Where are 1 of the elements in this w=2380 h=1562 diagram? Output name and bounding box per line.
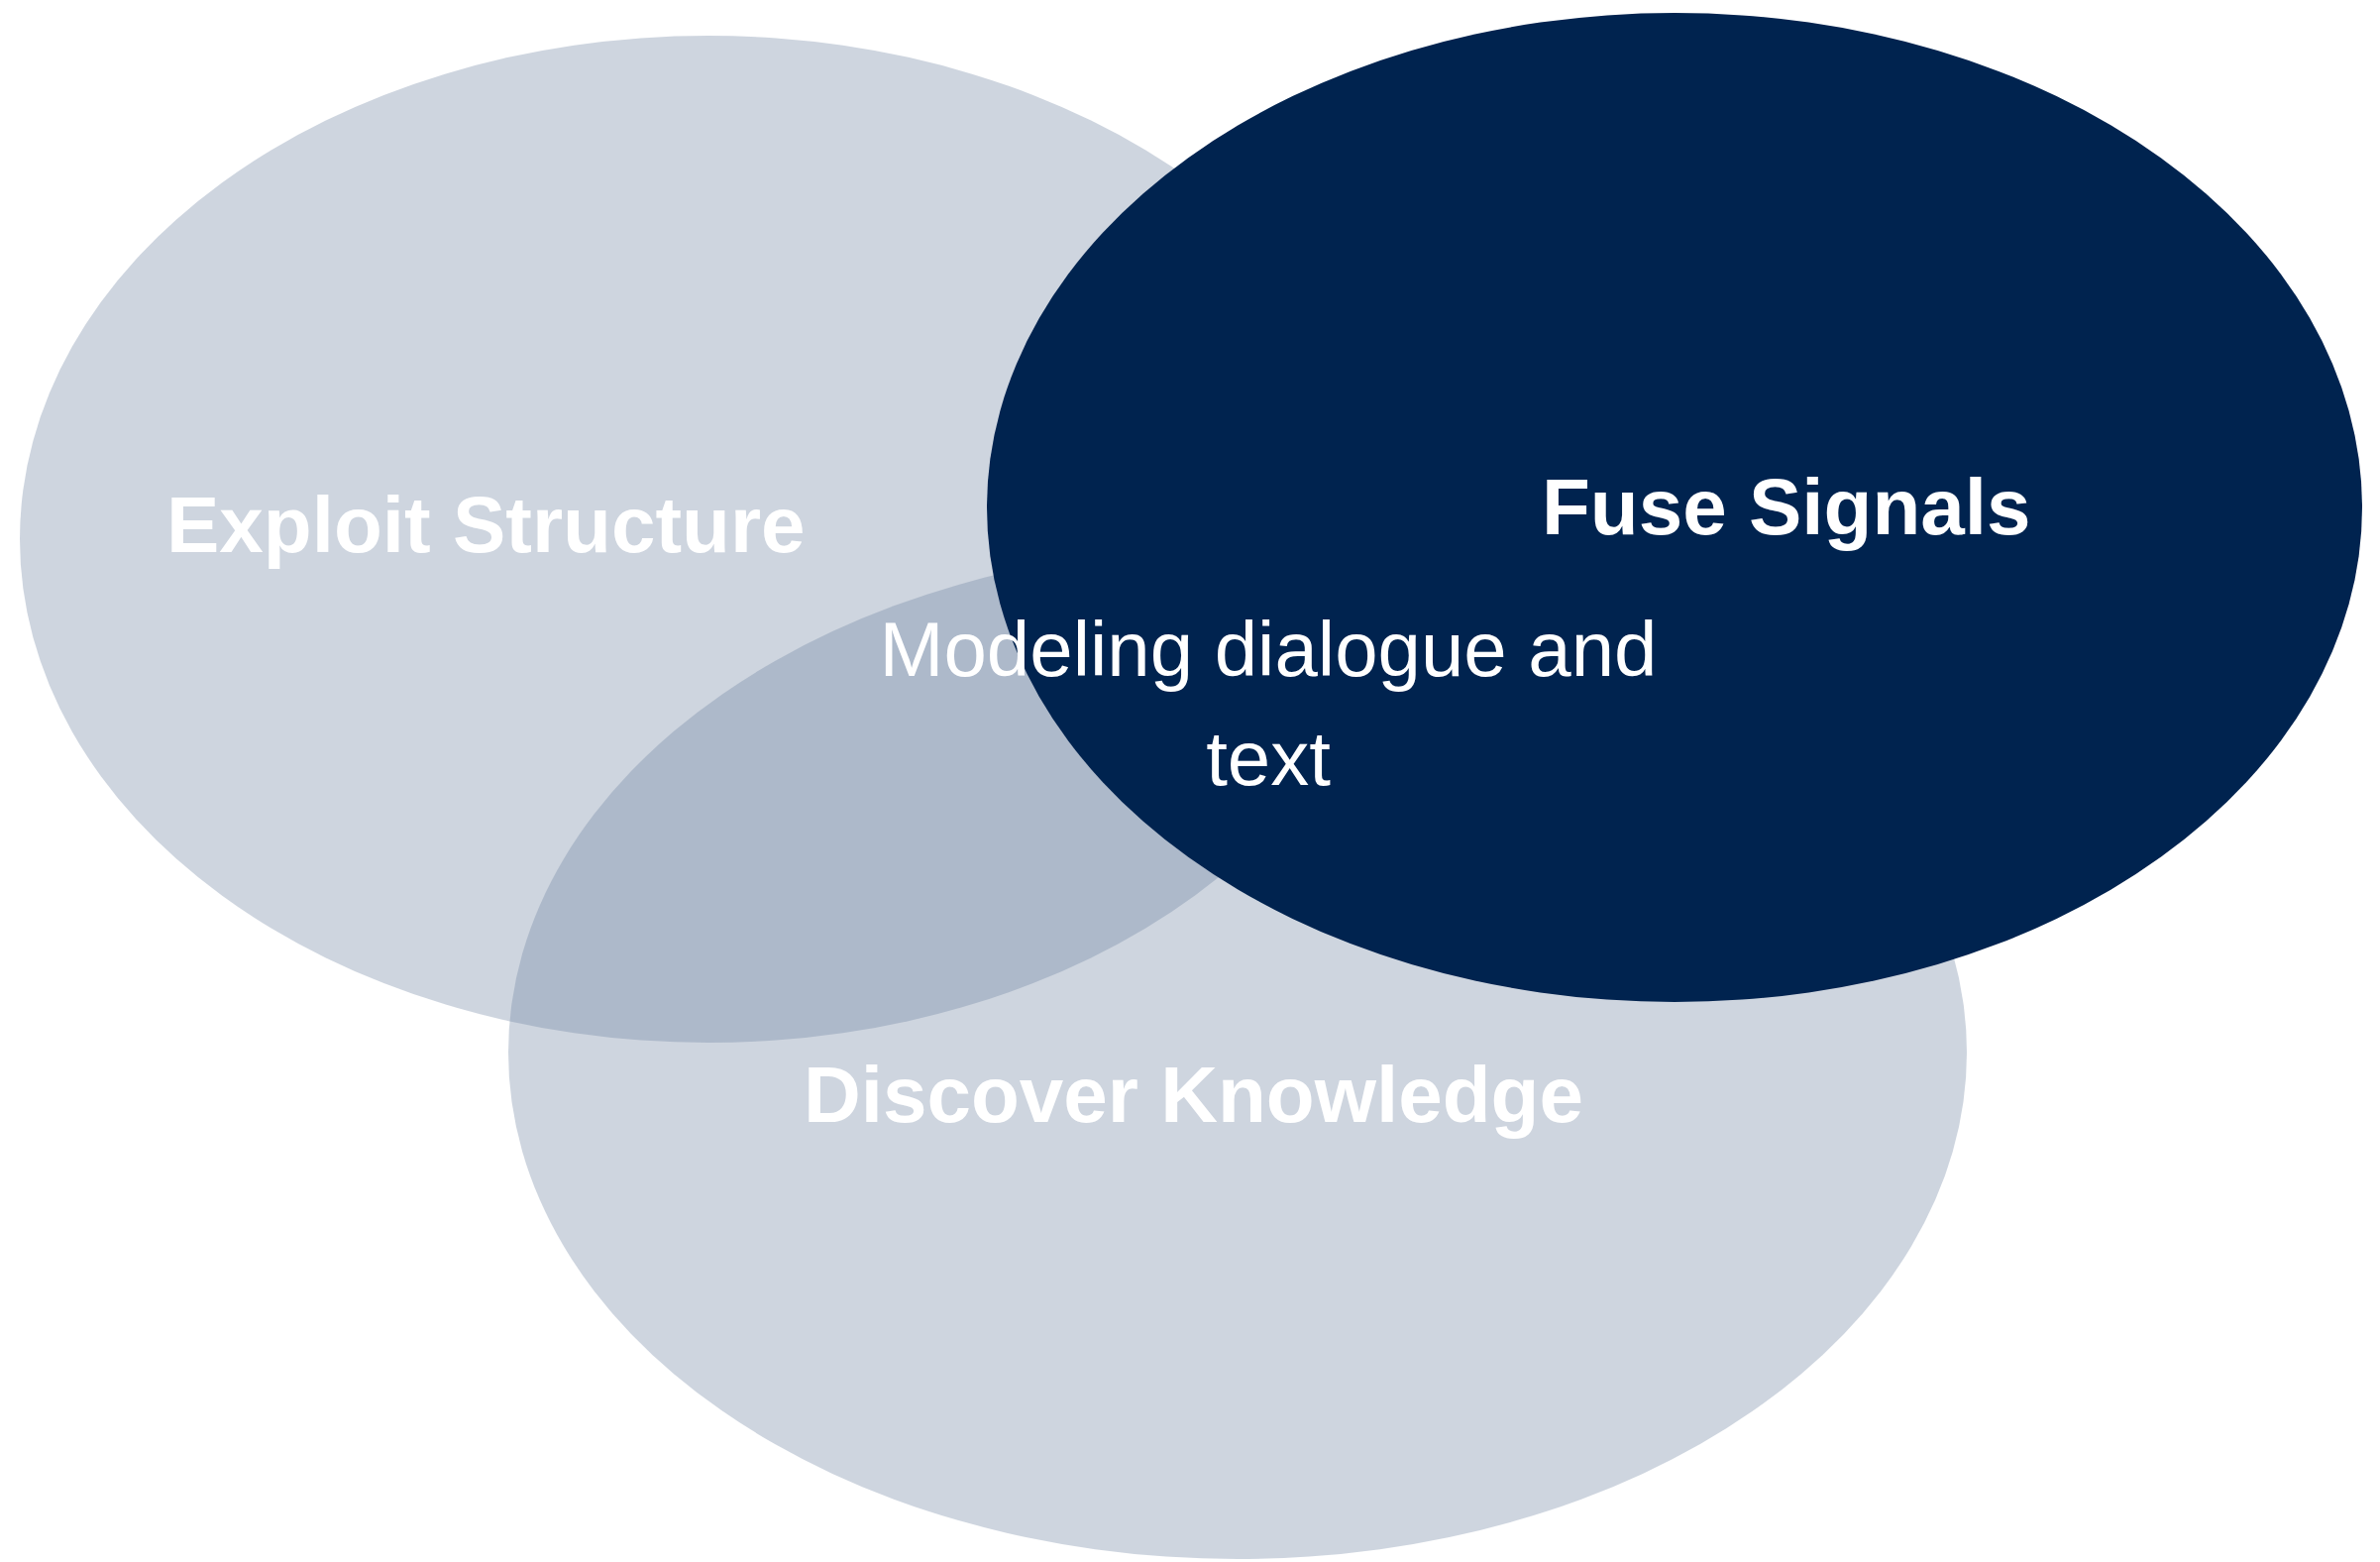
set-title: Fuse Signals bbox=[1542, 462, 2031, 553]
